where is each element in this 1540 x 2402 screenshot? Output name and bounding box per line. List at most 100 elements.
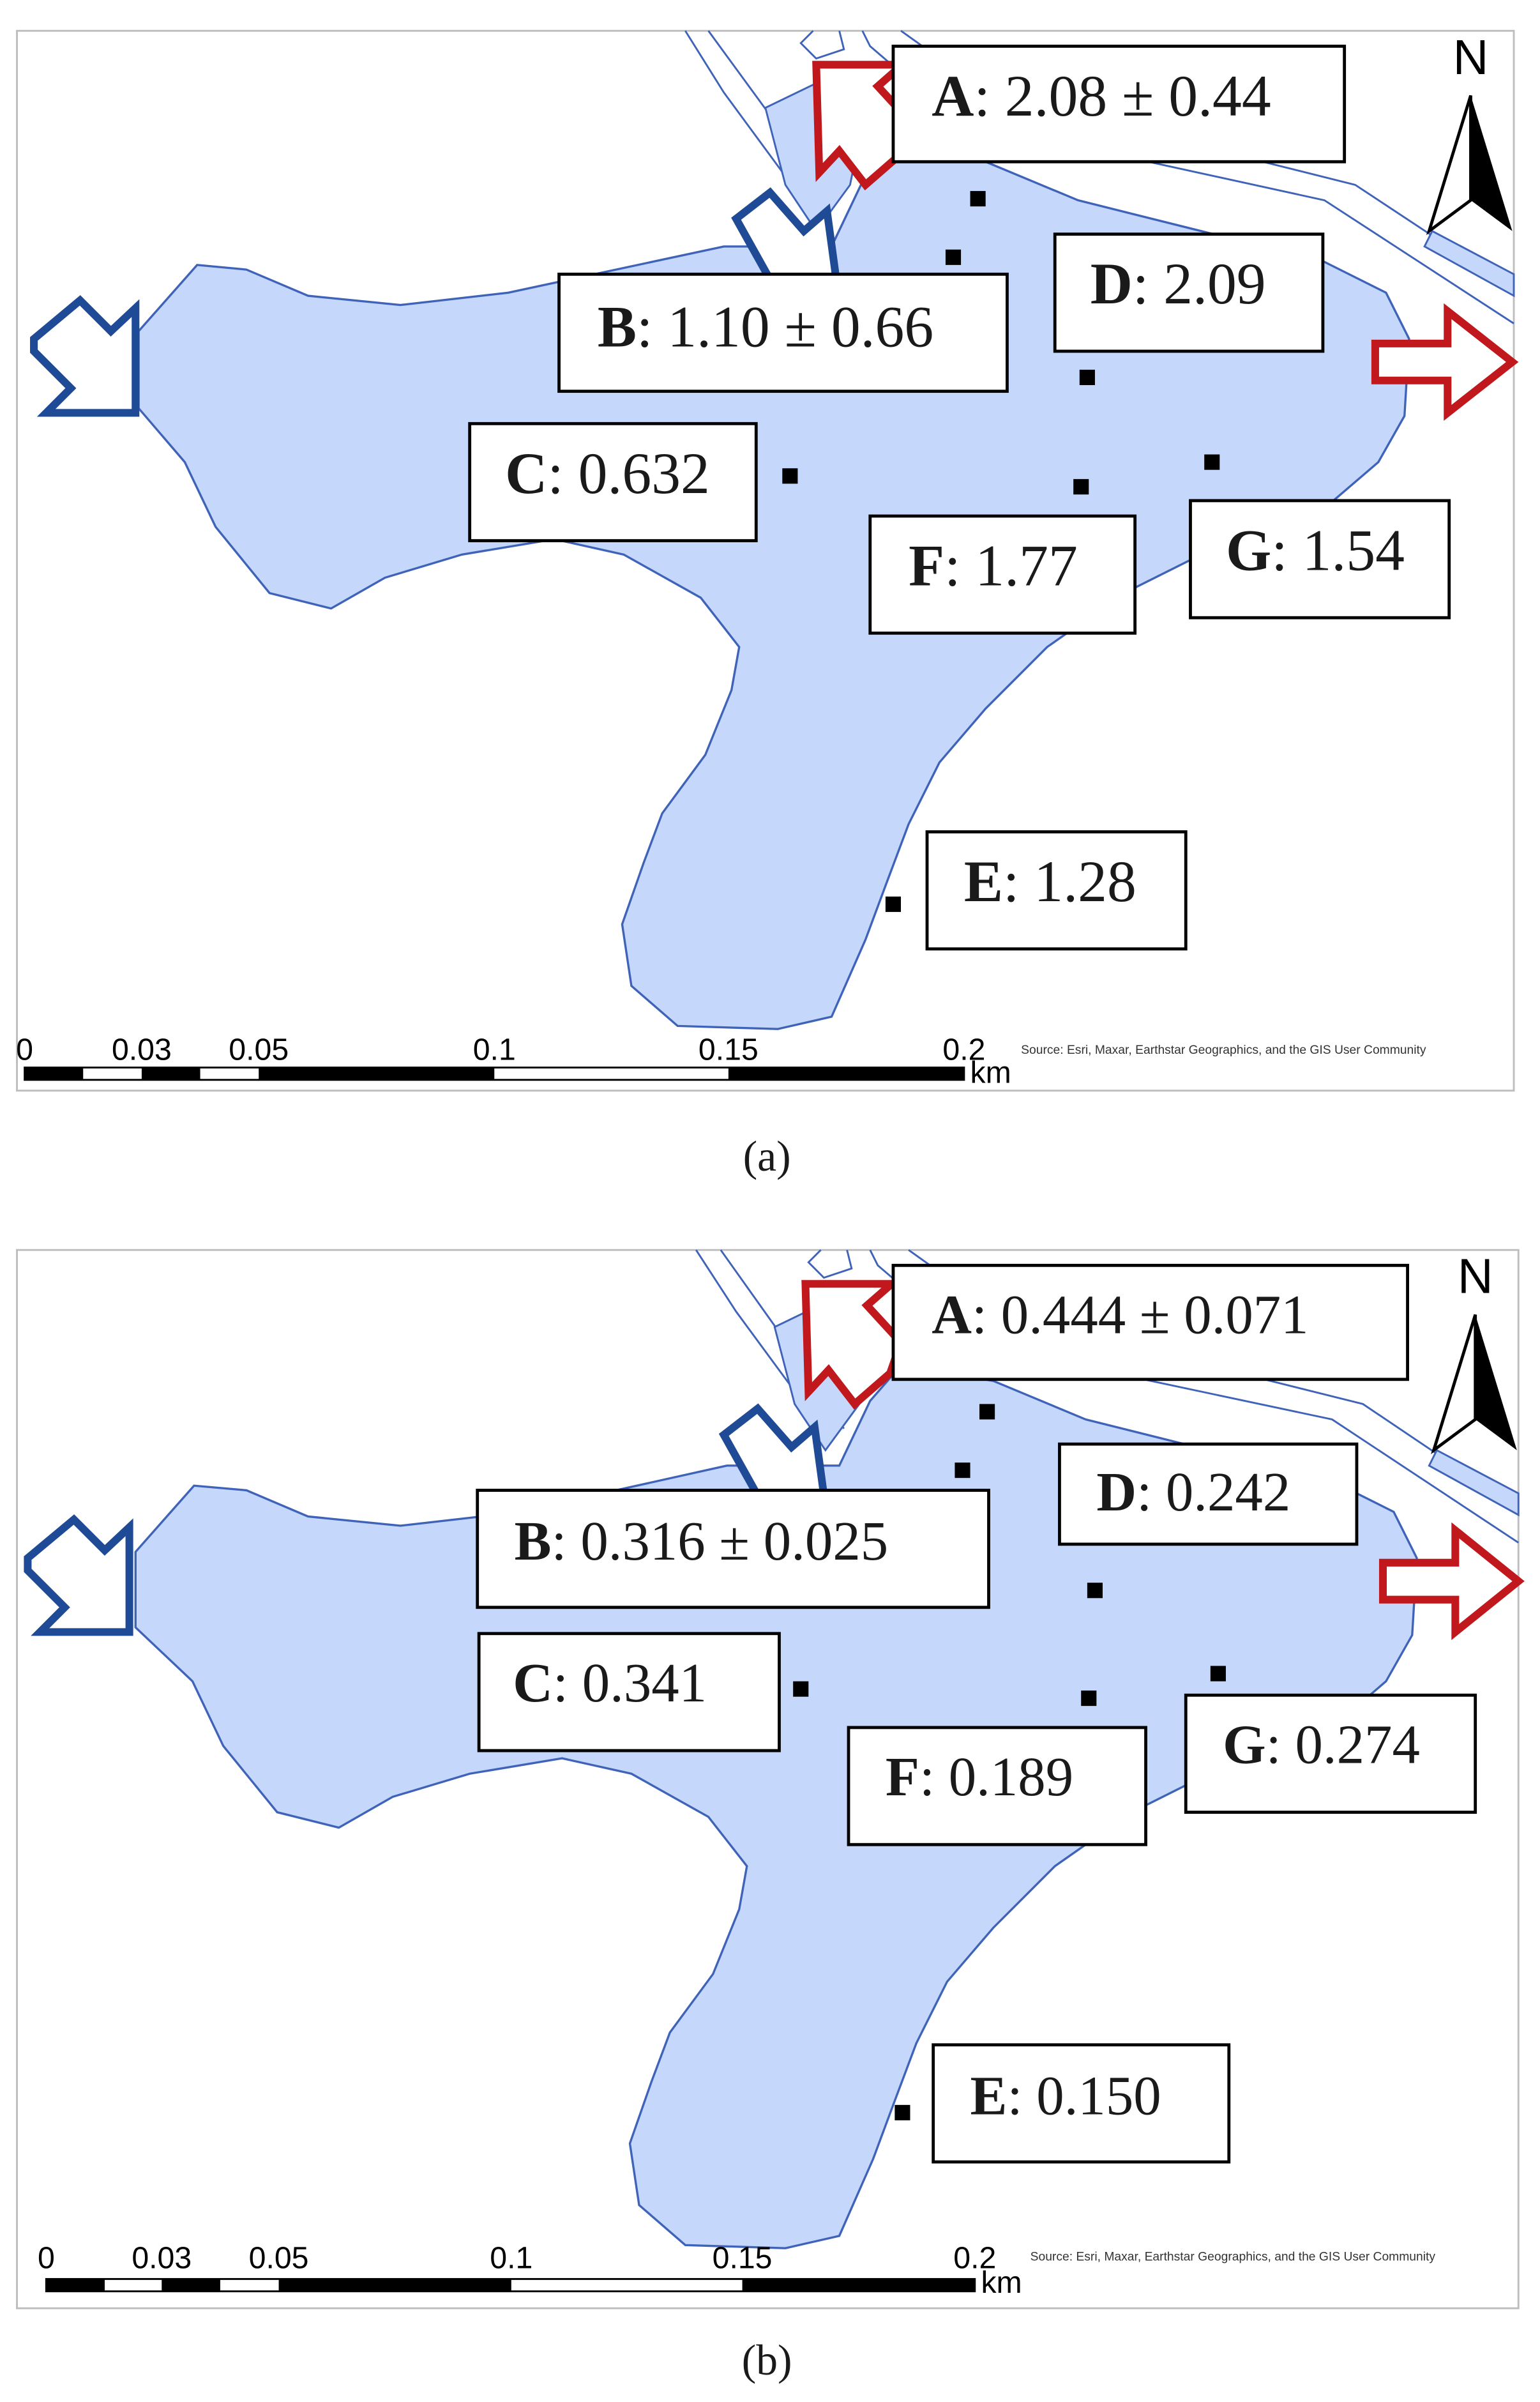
- label-f-letter: F: [886, 1746, 919, 1807]
- label-f-value: : 0.189: [919, 1746, 1073, 1807]
- label-d-letter: D: [1096, 1461, 1136, 1523]
- point-a: [979, 1404, 995, 1420]
- scale-tick-4: 0.15: [713, 2241, 773, 2276]
- scale-tick-1: 0.03: [112, 1032, 172, 1067]
- point-b: [945, 249, 962, 265]
- scale-tick-5: 0.2: [953, 2241, 996, 2276]
- point-b: [955, 1463, 970, 1478]
- point-g: [1204, 454, 1220, 470]
- label-c: C: 0.341: [477, 1632, 781, 1752]
- sample-points: [793, 1404, 1226, 2120]
- point-d: [1079, 369, 1095, 385]
- svg-text:D: 0.242: D: 0.242: [1096, 1461, 1290, 1523]
- scale-tick-0: 0: [16, 1032, 33, 1067]
- svg-text:F: 1.77: F: 1.77: [909, 533, 1078, 598]
- caption-b: (b): [742, 2336, 792, 2384]
- label-f-value: : 1.77: [944, 533, 1078, 598]
- road-strip: [1428, 1448, 1520, 1517]
- point-d: [1087, 1583, 1103, 1599]
- label-g: G: 1.54: [1189, 499, 1451, 620]
- label-g-value: : 0.274: [1266, 1714, 1420, 1775]
- point-c: [793, 1681, 809, 1697]
- label-e-value: : 1.28: [1003, 849, 1136, 914]
- svg-text:A: 0.444 ± 0.071: A: 0.444 ± 0.071: [932, 1284, 1308, 1345]
- label-c-value: : 0.632: [547, 441, 710, 506]
- point-c: [782, 468, 798, 484]
- outflow-arrow-east: [1371, 303, 1519, 421]
- label-c-letter: C: [513, 1652, 553, 1714]
- panel-a: N A: 2.08 ± 0.44 B: 1.10 ± 0.66: [16, 30, 1519, 1180]
- label-b-value: : 0.316 ± 0.025: [552, 1510, 889, 1572]
- svg-text:E: 1.28: E: 1.28: [964, 849, 1136, 914]
- scale-bar: 0 0.03 0.05 0.1 0.15 0.2 km: [16, 1032, 1011, 1090]
- label-c-value: : 0.341: [553, 1652, 707, 1714]
- scale-tick-2: 0.05: [249, 2241, 309, 2276]
- label-e-value: : 0.150: [1007, 2065, 1161, 2126]
- outflow-arrow-north: [801, 1280, 905, 1410]
- north-label: N: [1453, 30, 1489, 85]
- label-a-value: : 0.444 ± 0.071: [972, 1284, 1309, 1345]
- attribution: Source: Esri, Maxar, Earthstar Geographi…: [1021, 1044, 1426, 1057]
- svg-text:E: 0.150: E: 0.150: [970, 2065, 1161, 2126]
- label-g-letter: G: [1223, 1714, 1266, 1775]
- svg-text:B: 0.316 ± 0.025: B: 0.316 ± 0.025: [515, 1510, 889, 1572]
- svg-text:F: 0.189: F: 0.189: [886, 1746, 1073, 1807]
- label-g-value: : 1.54: [1271, 517, 1405, 582]
- label-a: A: 0.444 ± 0.071: [891, 1263, 1409, 1381]
- attribution: Source: Esri, Maxar, Earthstar Geographi…: [1030, 2250, 1436, 2263]
- point-f: [1073, 479, 1089, 495]
- label-b: B: 0.316 ± 0.025: [476, 1489, 990, 1609]
- scale-tick-0: 0: [38, 2241, 55, 2276]
- scale-tick-5: 0.2: [942, 1032, 985, 1067]
- label-c: C: 0.632: [468, 422, 758, 543]
- north-label: N: [1458, 1249, 1493, 1304]
- point-e: [885, 896, 902, 912]
- label-e-letter: E: [964, 849, 1003, 914]
- caption-a: (a): [743, 1132, 791, 1180]
- point-g: [1210, 1666, 1226, 1682]
- point-a: [970, 191, 986, 207]
- svg-text:A: 2.08 ± 0.44: A: 2.08 ± 0.44: [932, 63, 1271, 128]
- scale-tick-3: 0.1: [490, 2241, 532, 2276]
- map-b: N A: 0.444 ± 0.071 B: 0.316 ± 0.025: [16, 1249, 1525, 2384]
- svg-text:C: 0.632: C: 0.632: [505, 441, 710, 506]
- label-d-letter: D: [1091, 251, 1133, 316]
- inflow-arrow-west: [30, 295, 140, 417]
- point-e: [895, 2104, 910, 2120]
- label-d-value: : 0.242: [1136, 1461, 1290, 1523]
- sample-points: [782, 191, 1220, 912]
- label-d: D: 2.09: [1053, 232, 1325, 353]
- scale-tick-3: 0.1: [473, 1032, 516, 1067]
- panel-b: N A: 0.444 ± 0.071 B: 0.316 ± 0.025: [0, 1201, 1540, 2402]
- scale-tick-1: 0.03: [132, 2241, 192, 2276]
- label-d-value: : 2.09: [1133, 251, 1266, 316]
- scale-unit: km: [981, 2265, 1022, 2300]
- svg-text:G: 1.54: G: 1.54: [1226, 517, 1405, 582]
- label-b-value: : 1.10 ± 0.66: [637, 294, 933, 360]
- north-arrow: N: [1431, 1249, 1517, 1455]
- svg-text:D: 2.09: D: 2.09: [1091, 251, 1266, 316]
- label-b-letter: B: [598, 294, 637, 360]
- scale-unit: km: [970, 1056, 1011, 1090]
- map-a: N A: 2.08 ± 0.44 B: 1.10 ± 0.66: [16, 30, 1519, 1180]
- label-g-letter: G: [1226, 517, 1271, 582]
- svg-text:B: 1.10 ± 0.66: B: 1.10 ± 0.66: [598, 294, 933, 360]
- svg-text:C: 0.341: C: 0.341: [513, 1652, 707, 1714]
- svg-text:G: 0.274: G: 0.274: [1223, 1714, 1420, 1775]
- scale-tick-2: 0.05: [229, 1032, 289, 1067]
- label-e: E: 1.28: [925, 830, 1188, 951]
- label-f: F: 0.189: [847, 1726, 1147, 1846]
- label-c-letter: C: [505, 441, 547, 506]
- inflow-arrow-west: [24, 1514, 133, 1636]
- outflow-arrow-east: [1378, 1522, 1525, 1640]
- road-strip: [1423, 229, 1515, 298]
- label-g: G: 0.274: [1184, 1693, 1477, 1814]
- label-f: F: 1.77: [868, 514, 1137, 635]
- label-a-letter: A: [932, 63, 974, 128]
- label-b-letter: B: [515, 1510, 552, 1572]
- label-f-letter: F: [909, 533, 944, 598]
- point-f: [1081, 1691, 1097, 1706]
- label-e-letter: E: [970, 2065, 1008, 2126]
- label-e: E: 0.150: [932, 2043, 1231, 2164]
- label-d: D: 0.242: [1058, 1442, 1359, 1546]
